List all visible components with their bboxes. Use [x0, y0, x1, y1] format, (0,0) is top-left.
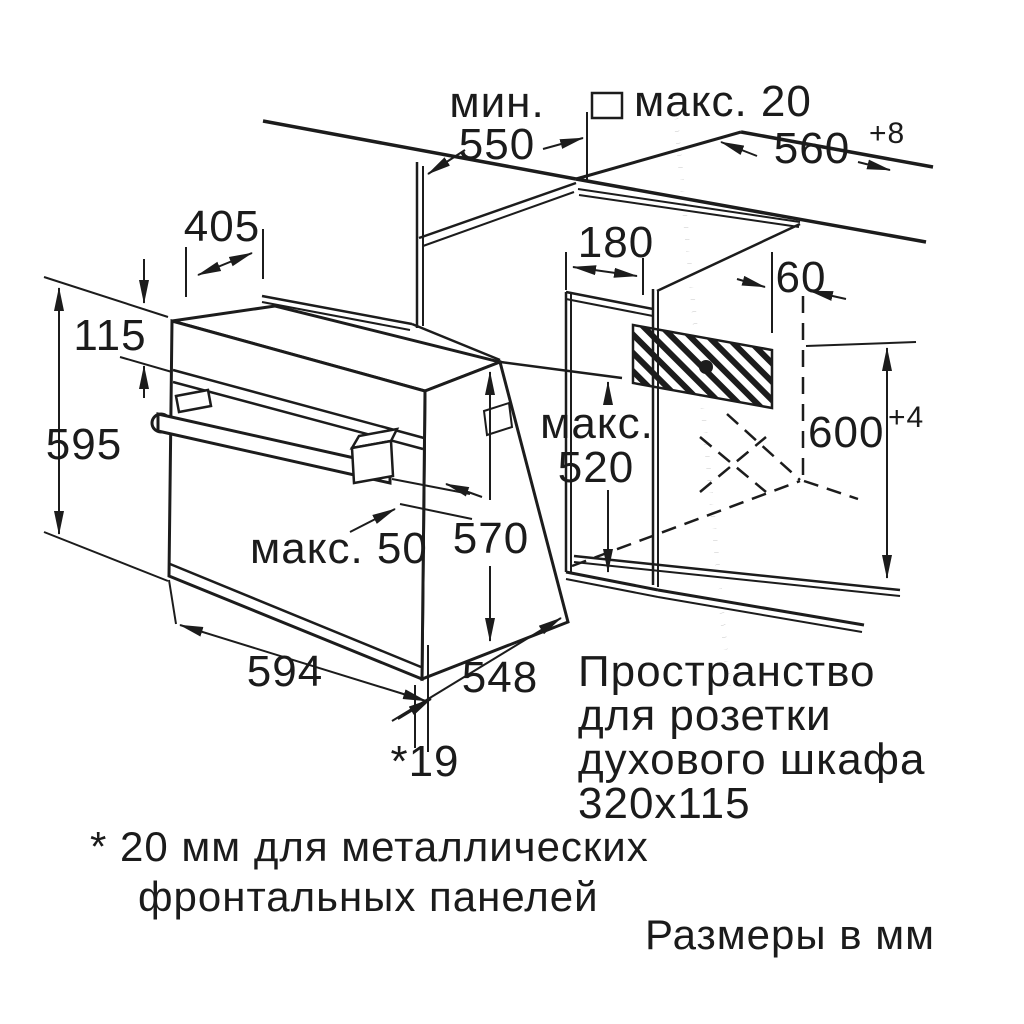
dim-595-value: 595: [46, 420, 122, 469]
dim-max-50-label: макс. 50: [250, 524, 428, 573]
dim-60: [736, 252, 847, 333]
dim-min-550-prefix: мин.: [449, 78, 544, 127]
cabinet-niche: [564, 118, 901, 689]
dim-60-value: 60: [776, 253, 827, 302]
niche-hidden-edges: [571, 296, 859, 568]
dim-594-value: 594: [247, 647, 323, 696]
dim-115-value: 115: [73, 311, 146, 360]
dim-min-550-value: 550: [459, 120, 535, 169]
dim-max-20-label: макс. 20: [634, 77, 812, 126]
dim-min-550: [427, 112, 588, 180]
footnote-line2: фронтальных панелей: [138, 873, 599, 920]
oven-handle: [150, 388, 400, 485]
niche-right-wall-top-edge: [656, 222, 801, 293]
dim-max-520-prefix: макс.: [540, 399, 654, 448]
socket-note-line1: Пространство: [578, 647, 875, 696]
footnote-line1: * 20 мм для металлических: [90, 823, 649, 870]
worktop-back-edge-left: [262, 119, 577, 181]
dim-560-tolerance: +8: [869, 117, 905, 150]
handle-bar: [156, 412, 392, 485]
socket-note: Пространство для розетки духового шкафа …: [578, 647, 925, 828]
panel-thickness-square-icon: [590, 91, 624, 120]
dim-594-548: [168, 579, 562, 752]
handle-right-cap-front: [350, 439, 395, 485]
plinth-line: [573, 554, 901, 592]
dim-600-value: 600: [808, 408, 884, 457]
socket-point: [699, 360, 713, 374]
dim-max-520-value: 520: [558, 443, 634, 492]
worktop-front-edge: [575, 177, 927, 244]
dim-560-value: 560: [774, 124, 850, 173]
socket-note-line4: 320x115: [578, 779, 751, 828]
niche-top-rail: [565, 290, 654, 311]
worktop-lines: [262, 119, 934, 293]
dim-180-value: 180: [578, 218, 654, 267]
dim-600: [805, 341, 917, 579]
control-panel-bottom-edge: [172, 368, 425, 440]
upper-cabinet-lines: [261, 162, 623, 380]
dim-560: [720, 141, 891, 171]
oven-body: [167, 304, 570, 682]
units-note: Размеры в мм: [645, 911, 935, 958]
dim-max-50: [349, 478, 483, 533]
dim-600-tolerance: +4: [888, 401, 924, 434]
footnote: * 20 мм для металлических фронтальных па…: [90, 823, 649, 920]
dim-548-value: 548: [462, 653, 538, 702]
worktop-back-edge-right: [740, 130, 934, 169]
dim-180: [565, 252, 644, 295]
socket-note-line2: для розетки: [578, 691, 832, 740]
dim-405: [185, 229, 264, 297]
niche-bottom-rail: [565, 570, 659, 592]
socket-note-line3: духового шкафа: [578, 735, 925, 784]
dim-19-value: *19: [390, 737, 459, 786]
dim-405-value: 405: [184, 202, 260, 251]
dim-115-595: [43, 259, 173, 582]
worktop-cut-edge: [575, 130, 742, 181]
handle-bracket: [174, 388, 213, 414]
dim-570-value: 570: [453, 514, 529, 563]
